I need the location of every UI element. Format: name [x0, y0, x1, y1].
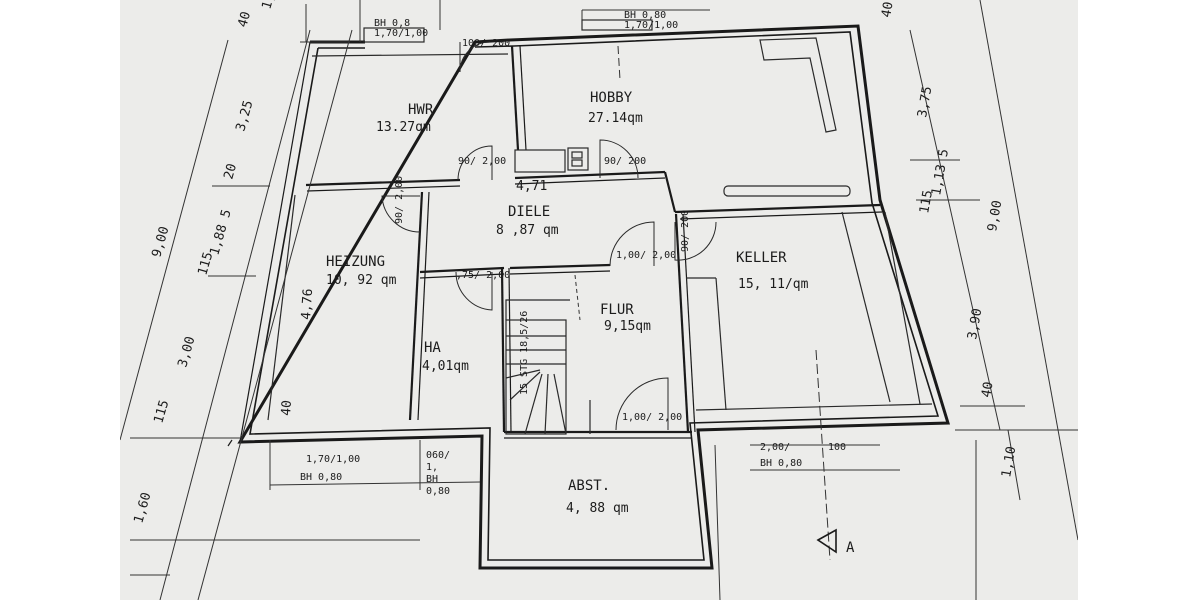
window-label-top-right-2: 1,70/1,00: [624, 20, 678, 31]
window-label-bottom-right-1: 2,00/: [760, 442, 790, 453]
room-name-abst: ABST.: [568, 478, 610, 494]
floor-plan-sheet: 15 STG 18,5/26: [120, 0, 1078, 600]
dim-left-180: 1,8: [259, 0, 280, 11]
room-name-flur: FLUR: [600, 302, 634, 318]
room-labels: HWR 13.27qm HOBBY 27.14qm DIELE 8 ,87 qm…: [326, 90, 809, 516]
dim-diele-471: 4,71: [516, 179, 547, 194]
dim-left-40: 40: [235, 10, 254, 29]
floor-plan-drawing: 15 STG 18,5/26: [120, 0, 1078, 600]
door-swing-hobby: [599, 139, 639, 179]
door-swing-hwr: [459, 41, 491, 73]
section-label: A: [846, 540, 855, 556]
window-label-bottom-left-1: 1,70/1,00: [306, 454, 360, 465]
door-label-3: 90/ 200: [604, 156, 646, 167]
dim-left-325: 3,25: [233, 99, 256, 133]
door-label-6: 90/ 200: [680, 210, 691, 252]
dim-right-total: 9,00: [985, 199, 1005, 232]
dim-right-115: 115: [917, 189, 936, 215]
dim-right-1135: 1,13 5: [929, 148, 952, 197]
window-label-bottom-mid-2: 1,: [426, 462, 438, 473]
dimension-lines: [120, 0, 1078, 600]
staircase: 15 STG 18,5/26: [505, 274, 591, 435]
window-label-top-left-2: 1,70/1,00: [374, 28, 428, 39]
room-name-heizung: HEIZUNG: [326, 254, 385, 270]
dim-left-300: 3,00: [175, 335, 198, 369]
window-label-bottom-right-2: BH 0,80: [760, 458, 802, 469]
door-label-2: 90/ 2,00: [458, 156, 506, 167]
dim-right-110: 1,10: [999, 445, 1019, 478]
dim-heizung-40: 40: [279, 400, 295, 417]
room-name-hwr: HWR: [408, 102, 434, 118]
door-swing-heizung: [381, 195, 421, 233]
room-area-hwr: 13.27qm: [376, 120, 431, 135]
dim-right-40b: 40: [979, 381, 996, 399]
window-label-top-right-1: BH 0,80: [624, 10, 666, 21]
room-area-diele: 8 ,87 qm: [496, 223, 559, 238]
dim-right-40: 40: [879, 1, 896, 19]
window-label-bottom-mid-3: BH: [426, 474, 438, 485]
door-label-1: 100/ 200: [462, 38, 510, 49]
dimension-labels: 9,00 3,25 20 1,88 5 115 3,00 115 1,60 40…: [131, 0, 1019, 556]
dim-left-total: 9,00: [149, 225, 172, 259]
window-label-bottom-mid-4: 0,80: [426, 486, 450, 497]
dim-left-115a: 115: [195, 250, 216, 277]
room-name-hobby: HOBBY: [590, 90, 633, 106]
door-label-8: 1,00/ 2,00: [622, 412, 682, 423]
dim-right-390: 3,90: [965, 307, 985, 340]
doors: [381, 41, 717, 431]
window-label-bottom-left-2: BH 0,80: [300, 472, 342, 483]
dim-heizung-476: 4,76: [299, 288, 316, 320]
room-area-abst: 4, 88 qm: [566, 501, 629, 516]
dim-right-375: 3,75: [915, 85, 935, 118]
window-labels: BH 0,8 1,70/1,00 BH 0,80 1,70/1,00 1,70/…: [300, 10, 846, 497]
window-label-top-left-1: BH 0,8: [374, 18, 410, 29]
door-label-4: 90/ 2,00: [394, 176, 405, 224]
room-area-flur: 9,15qm: [604, 319, 651, 334]
door-swing-flur: [609, 221, 655, 267]
room-area-keller: 15, 11/qm: [738, 277, 809, 292]
room-area-heizung: 10, 92 qm: [326, 273, 397, 288]
inner-walls: [267, 37, 933, 439]
door-swing-keller: [674, 221, 717, 261]
stairs-label: 15 STG 18,5/26: [519, 311, 530, 395]
door-label-7: ,75/ 2,00: [456, 270, 510, 281]
dim-left-20: 20: [221, 162, 240, 181]
door-swing-abst: [615, 377, 669, 431]
window-label-bottom-right-3: 100: [828, 442, 846, 453]
room-area-hobby: 27.14qm: [588, 111, 643, 126]
door-labels: 100/ 200 90/ 2,00 90/ 200 90/ 2,00 1,00/…: [394, 38, 691, 423]
door-swing-hwr-diele: [457, 145, 493, 181]
room-area-ha: 4,01qm: [422, 359, 469, 374]
dim-left-1885: 1,88 5: [207, 208, 234, 257]
room-name-diele: DIELE: [508, 204, 550, 220]
room-name-ha: HA: [424, 340, 441, 356]
window-label-bottom-mid-1: 060/: [426, 450, 450, 461]
room-name-keller: KELLER: [736, 250, 787, 266]
door-swing-ha: [455, 271, 493, 311]
door-label-5: 1,00/ 2,00: [616, 250, 676, 261]
dim-left-160: 1,60: [131, 491, 154, 525]
dim-left-115b: 115: [151, 398, 172, 425]
